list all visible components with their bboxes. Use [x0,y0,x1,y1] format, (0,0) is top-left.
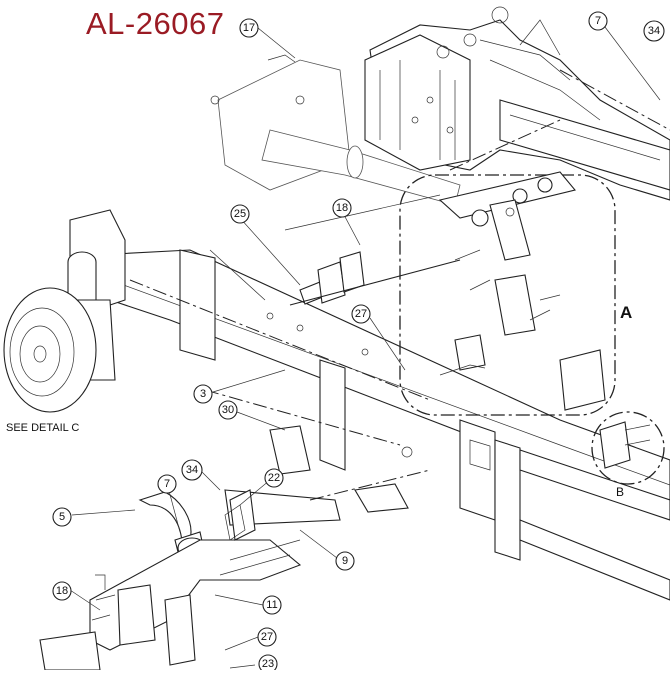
svg-text:30: 30 [222,404,234,416]
callout-18-lower: 18 [52,581,72,601]
callout-18-upper: 18 [332,198,352,218]
leader-lines [69,26,661,669]
reference-code: AL-26067 [86,6,225,41]
callout-27-upper: 27 [351,304,371,324]
svg-text:9: 9 [342,555,348,567]
svg-text:17: 17 [243,22,255,34]
callout-7-top: 7 [588,11,608,31]
see-detail-c-label: SEE DETAIL C [6,422,79,434]
callout-34-top: 34 [643,20,665,42]
callout-7-lower: 7 [157,474,177,494]
svg-text:11: 11 [266,599,277,611]
svg-text:23: 23 [262,658,274,670]
callout-22: 22 [264,468,284,488]
callout-bubbles: 17 7 34 25 18 27 [52,11,665,674]
svg-text:22: 22 [268,472,280,484]
svg-text:18: 18 [336,202,348,214]
callout-5: 5 [52,507,72,527]
callout-34-lower: 34 [181,459,203,481]
callout-11: 11 [262,595,282,615]
svg-text:34: 34 [186,464,198,476]
hydraulic-cylinder [210,54,461,206]
construction-lines [129,69,670,501]
svg-text:7: 7 [164,478,170,490]
callout-17: 17 [239,18,259,38]
svg-text:5: 5 [59,511,65,523]
detail-a-label: A [620,303,632,322]
pins-and-bushings [209,194,461,306]
svg-text:18: 18 [56,585,68,597]
callout-27-lower: 27 [257,627,277,647]
callout-30: 30 [218,400,238,420]
svg-text:7: 7 [595,15,601,27]
detail-a-box [399,171,616,416]
callout-3: 3 [193,384,213,404]
callout-25: 25 [230,204,250,224]
detail-b-circle [591,411,665,485]
callout-23: 23 [258,654,278,674]
detail-b-label: B [616,485,624,499]
upper-frame-assembly [364,6,670,201]
caster-wheel-assembly [3,209,126,413]
svg-text:27: 27 [261,631,273,643]
lower-exploded-parts [39,425,409,671]
svg-text:3: 3 [200,388,206,400]
main-frame-beam [94,249,670,601]
svg-text:27: 27 [355,308,367,320]
callout-9: 9 [335,551,355,571]
svg-text:25: 25 [234,208,246,220]
svg-text:34: 34 [648,25,660,37]
